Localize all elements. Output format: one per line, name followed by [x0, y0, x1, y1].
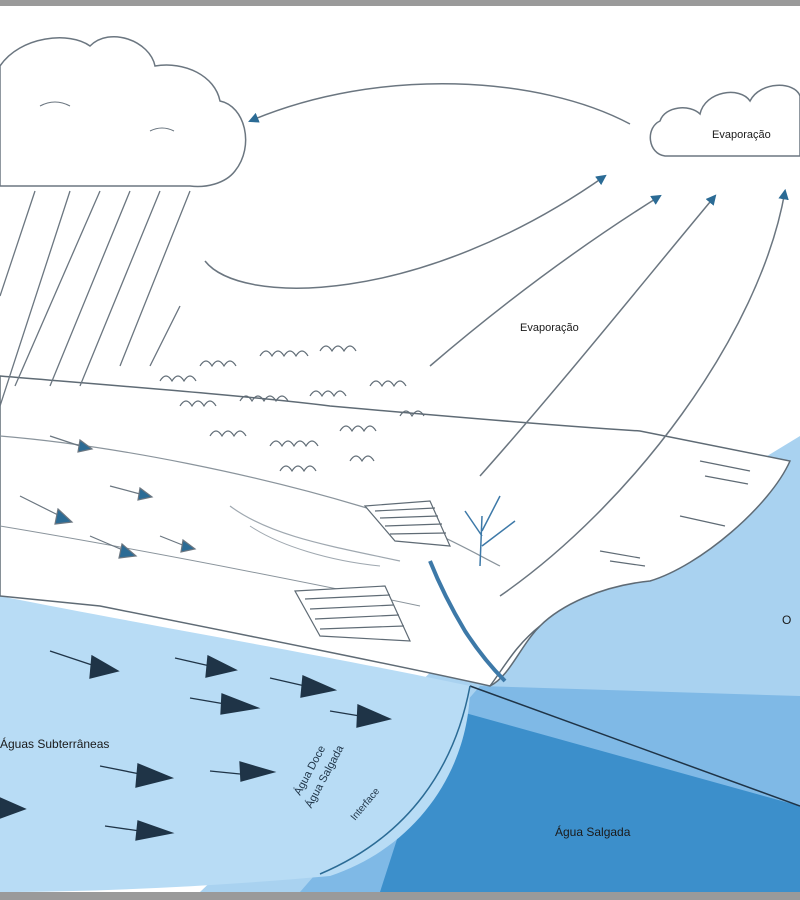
- cloud-transport-arrow: [248, 82, 631, 125]
- interface-line: [469, 685, 800, 807]
- evaporation-arrow: [479, 194, 717, 477]
- evaporation-cloud-label: Evaporação: [712, 129, 771, 141]
- cloud-detail: [39, 101, 175, 132]
- ocean-label-partial: O: [782, 613, 791, 627]
- tributary: [229, 505, 401, 562]
- tributary: [249, 525, 381, 567]
- sea-salt-water-label: Água Salgada: [555, 824, 631, 839]
- evaporation-label: Evaporação: [520, 322, 579, 334]
- small-cloud-icon: [649, 84, 800, 157]
- freshwater-boundary: [319, 685, 471, 875]
- sea-deep: [380, 706, 800, 892]
- groundwater-flow-arrows: [0, 650, 393, 841]
- groundwater-label: Águas Subterrâneas: [0, 736, 109, 751]
- rain-cloud-icon: [0, 36, 247, 188]
- evaporation-arrow: [499, 188, 789, 597]
- coastline: [489, 625, 541, 687]
- coast-hatch: [599, 460, 751, 567]
- evaporation-arrow: [429, 194, 662, 367]
- soil-layer-line: [0, 435, 501, 567]
- diagram-frame: Evaporação Evaporação Águas Subterrâneas…: [0, 6, 800, 892]
- field-icon: [363, 500, 451, 547]
- tree-icon: [464, 495, 516, 567]
- infiltration-arrows: [19, 435, 197, 559]
- field-icon: [294, 585, 411, 642]
- river: [428, 560, 507, 683]
- air-loop-curve: [204, 174, 607, 289]
- vegetation-icon: [159, 345, 425, 473]
- rain-icon: [0, 190, 191, 407]
- water-cycle-diagram: Evaporação Evaporação Águas Subterrâneas…: [0, 36, 800, 892]
